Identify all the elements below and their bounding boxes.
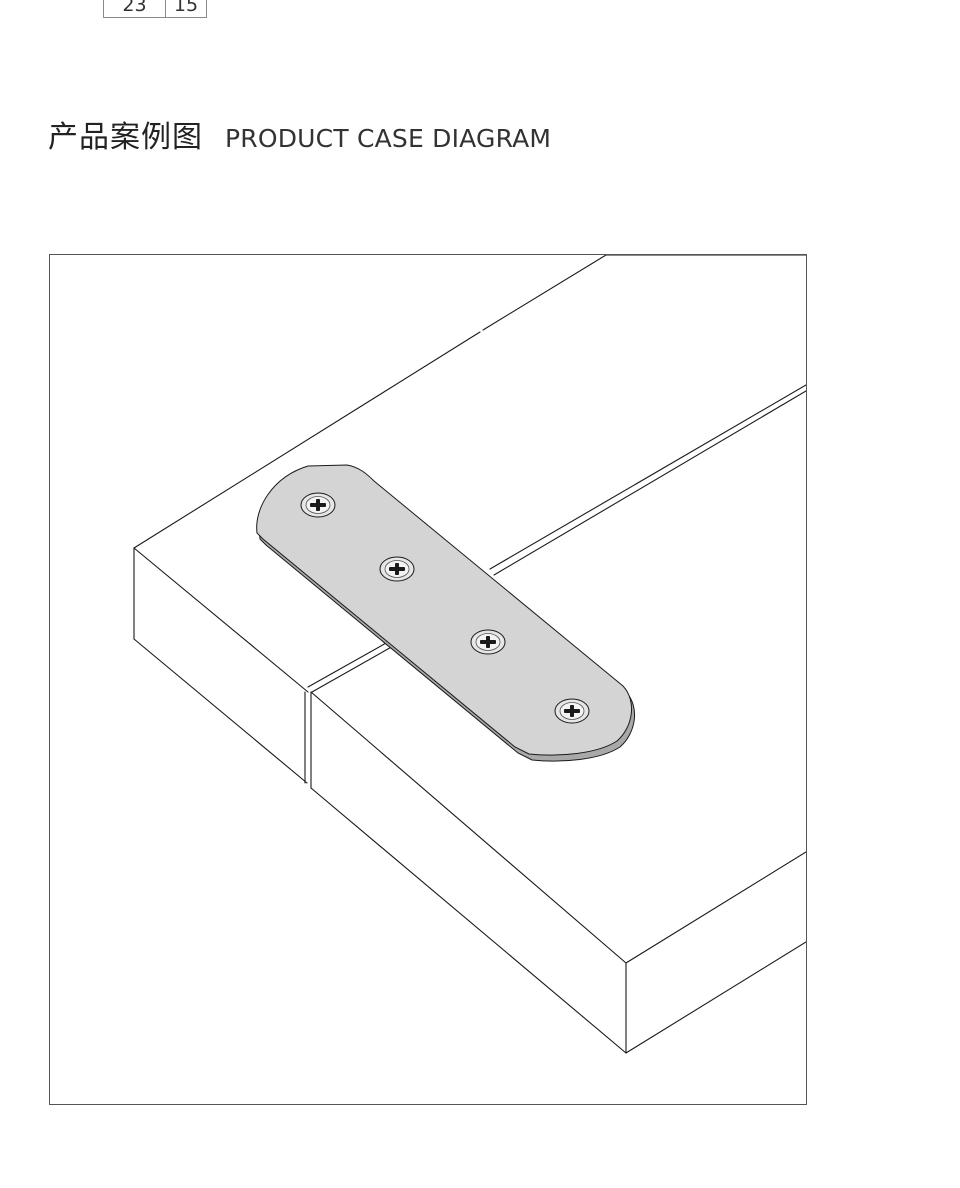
diagram-illustration: [133, 255, 806, 1054]
right-board-top-edge: [310, 691, 627, 964]
screw-4: [554, 698, 590, 724]
plate-face: [256, 464, 633, 756]
screw-2: [379, 556, 415, 582]
dimension-value-2: 15: [173, 0, 199, 16]
board-far-edge: [133, 331, 481, 549]
seam-front-2: [311, 644, 396, 693]
screws: [300, 492, 590, 724]
dimension-value-1: 23: [122, 0, 147, 16]
right-board-bottom-edge: [310, 787, 627, 1054]
right-board-side-bottom: [625, 941, 806, 1054]
dimension-cell-2: 15: [165, 0, 207, 18]
seam-back: [489, 384, 806, 570]
board-far-edge-2: [482, 255, 607, 331]
right-board-side-top: [625, 851, 806, 964]
heading-title-cn: 产品案例图: [48, 120, 203, 155]
screw-3: [470, 629, 506, 655]
mending-plate: [256, 464, 636, 762]
seam-back-2: [493, 390, 806, 576]
left-board-top-edge: [133, 547, 309, 693]
wood-boards: [133, 255, 806, 1054]
left-board-bottom-edge: [133, 638, 308, 784]
product-case-diagram: [49, 254, 807, 1105]
seam-front: [307, 637, 396, 688]
section-heading: 产品案例图 PRODUCT CASE DIAGRAM: [48, 112, 551, 156]
heading-title-en: PRODUCT CASE DIAGRAM: [225, 124, 552, 153]
dimension-cell-1: 23: [103, 0, 165, 18]
screw-1: [300, 492, 336, 518]
dimension-table-strip: 23 15: [103, 0, 207, 18]
